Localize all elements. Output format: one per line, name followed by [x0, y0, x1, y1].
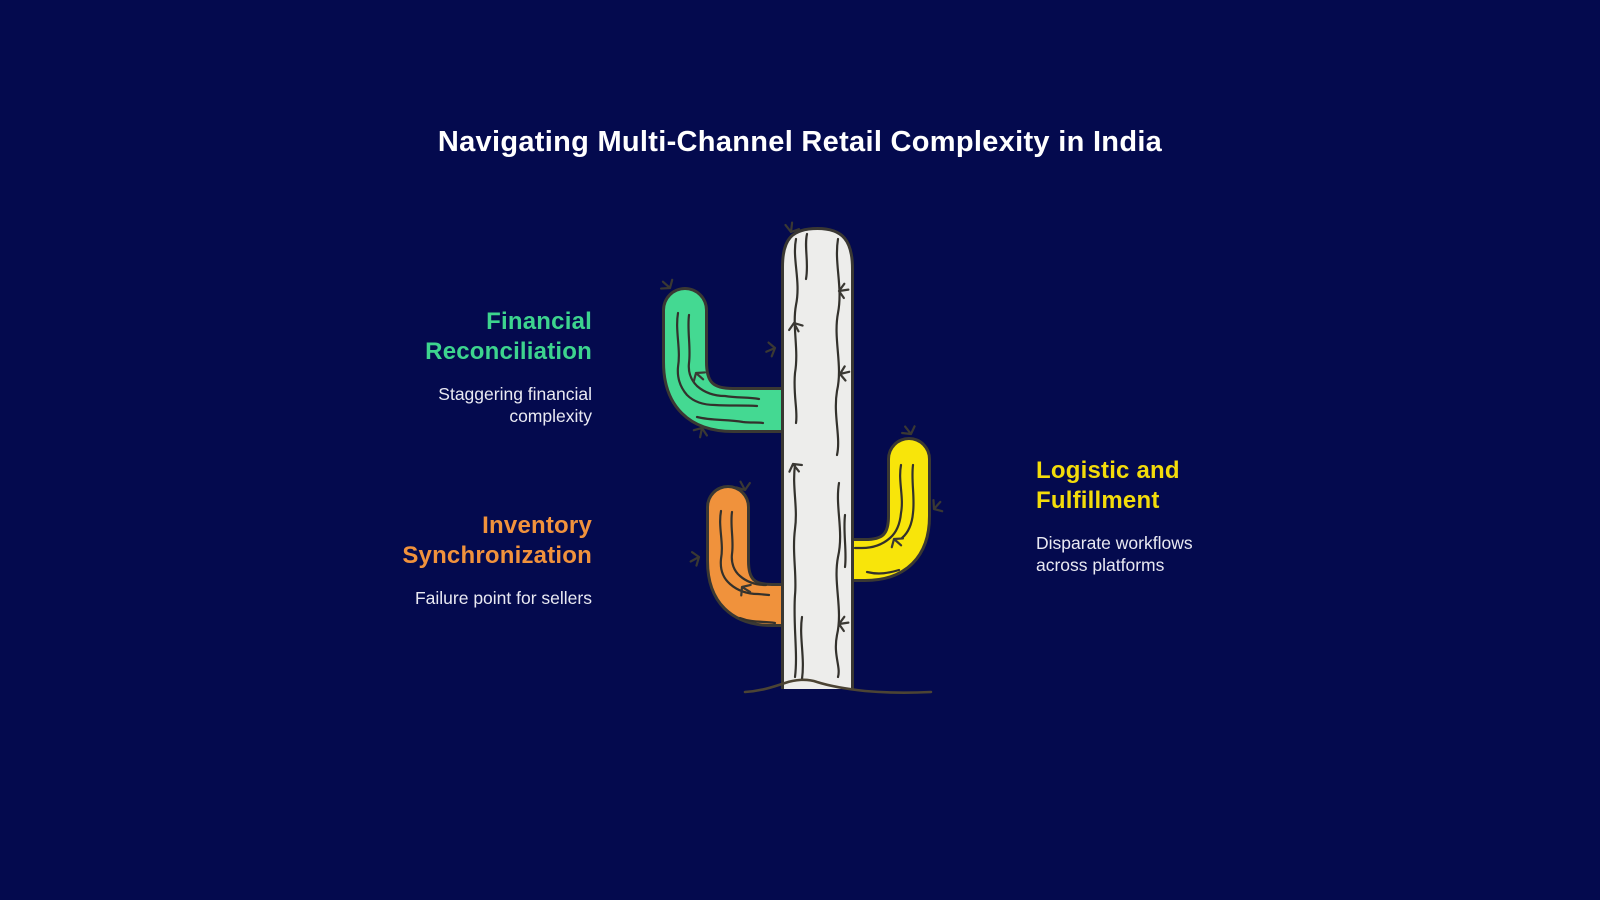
section-heading: Logistic and Fulfillment	[1036, 456, 1193, 516]
section-description: Disparate workflows across platforms	[1036, 532, 1193, 576]
description-line: across platforms	[1036, 555, 1165, 575]
section-heading: Inventory Synchronization	[402, 511, 592, 571]
description-line: Failure point for sellers	[414, 588, 592, 608]
cactus-arm-detail-lines	[853, 463, 915, 575]
ground-line	[743, 678, 933, 694]
cactus-arm-orange	[687, 478, 807, 627]
cactus-arm-detail-lines	[719, 509, 777, 625]
section-heading: Financial Reconciliation	[425, 307, 592, 367]
section-logistic-fulfillment: Logistic and Fulfillment Disparate workf…	[1036, 456, 1193, 576]
section-description: Staggering financial complexity	[425, 383, 592, 427]
heading-line: Reconciliation	[425, 338, 592, 365]
heading-line: Synchronization	[402, 542, 592, 569]
heading-line: Logistic and	[1036, 457, 1180, 484]
description-line: Disparate workflows	[1036, 533, 1193, 553]
cactus-illustration	[657, 219, 945, 694]
cactus-trunk	[764, 219, 854, 689]
description-line: complexity	[509, 406, 592, 426]
section-description: Failure point for sellers	[402, 587, 592, 609]
cactus-arm-green	[657, 276, 808, 441]
cactus-arm-yellow	[829, 422, 945, 582]
cactus-arm-detail-lines	[676, 311, 765, 425]
page-title: Navigating Multi-Channel Retail Complexi…	[437, 126, 1163, 158]
heading-line: Fulfillment	[1036, 487, 1160, 514]
heading-line: Inventory	[482, 512, 592, 539]
description-line: Staggering financial	[438, 384, 592, 404]
section-financial-reconciliation: Financial Reconciliation Staggering fina…	[425, 307, 592, 427]
heading-line: Financial	[486, 308, 592, 335]
section-inventory-synchronization: Inventory Synchronization Failure point …	[402, 511, 592, 609]
cactus-trunk-detail-lines	[792, 232, 847, 681]
